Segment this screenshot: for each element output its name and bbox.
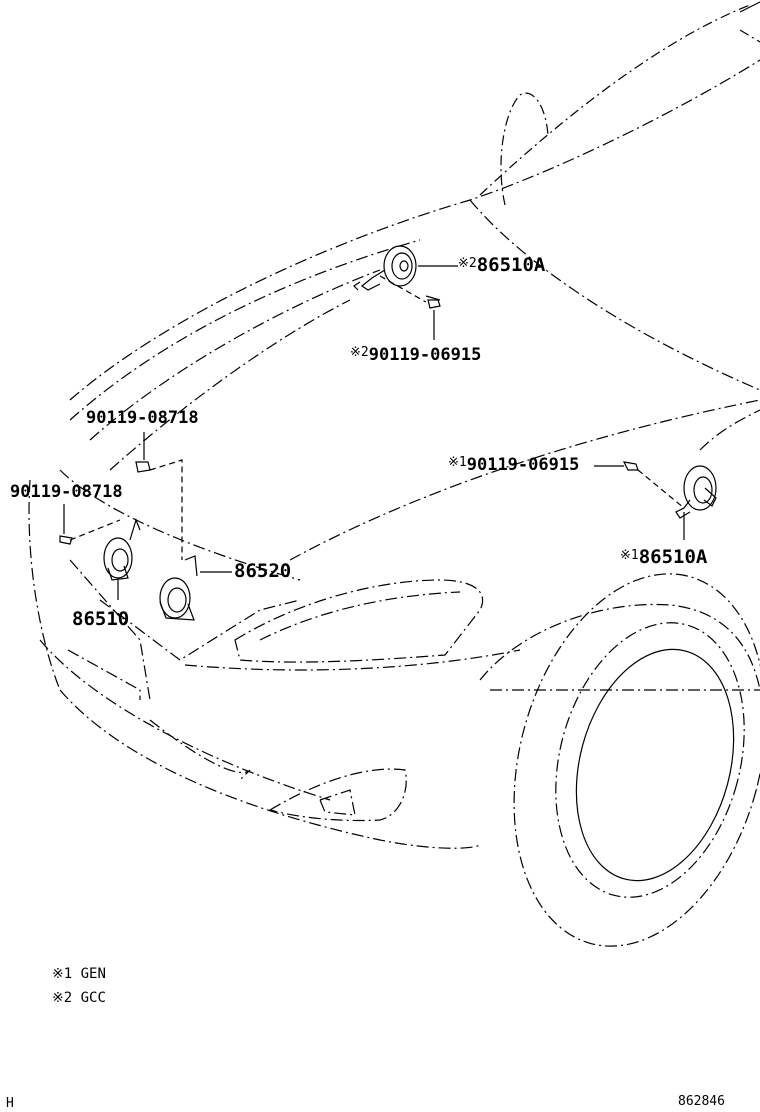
part-number: 90119-06915 — [466, 455, 580, 475]
grille-top — [60, 470, 300, 580]
headlight-inner — [260, 592, 460, 640]
tire-outer — [475, 545, 760, 974]
callout-horn-gcc: ※286510A — [458, 254, 545, 276]
note-mark: ※2 — [458, 256, 477, 271]
hood-crease-3 — [110, 300, 350, 470]
bolt-gen-drawing — [624, 462, 638, 470]
bracket-dash — [150, 460, 182, 560]
a-pillar — [740, 30, 760, 42]
footer-left: H — [6, 1096, 14, 1111]
headlight-lower — [185, 650, 520, 670]
hood-crease-2 — [90, 270, 380, 440]
part-number: 90119-08718 — [10, 482, 123, 502]
callout-bolt-gen: ※190119-06915 — [448, 455, 579, 475]
note-mark: ※2 — [350, 345, 369, 360]
tire-inner — [527, 601, 760, 918]
legend-mark: ※2 — [52, 990, 73, 1006]
lower-intake — [150, 720, 250, 780]
callout-bolt-gcc: ※290119-06915 — [350, 345, 481, 365]
callout-bracket: 86520 — [234, 560, 291, 582]
hood-rear-edge — [470, 200, 760, 390]
callout-horn: 86510 — [72, 608, 129, 630]
part-number: 90119-06915 — [368, 345, 482, 365]
legend-gen: ※1 GEN — [52, 966, 106, 982]
fender-line — [290, 400, 760, 560]
headlight — [235, 580, 483, 662]
part-number: 86520 — [234, 560, 292, 582]
horn-gen-drawing — [676, 466, 716, 518]
horn-center-drawing — [160, 556, 197, 620]
note-mark: ※1 — [620, 548, 639, 563]
grille-bar — [68, 650, 140, 700]
grille-frame — [70, 560, 150, 700]
callout-bolt-left: 90119-08718 — [10, 482, 123, 502]
grille-inner — [100, 600, 300, 660]
part-number: 86510 — [72, 608, 130, 630]
legend-mark: ※1 — [52, 966, 73, 982]
wheel-arch — [480, 604, 760, 690]
bolt-upper-drawing — [136, 462, 150, 472]
bumper-lower — [40, 640, 330, 800]
windshield-outline — [480, 5, 750, 195]
legend-text: GEN — [80, 966, 106, 982]
legend-gcc: ※2 GCC — [52, 990, 106, 1006]
bumper-main — [60, 690, 480, 848]
horn-left-drawing — [104, 520, 140, 580]
diagram-id: 862846 — [678, 1094, 725, 1109]
legend-text: GCC — [80, 990, 106, 1006]
fog-lamp-inner — [320, 790, 355, 815]
hood-outer — [70, 60, 760, 400]
mirror — [501, 93, 548, 205]
hood-crease-1 — [70, 240, 420, 420]
bolt-left-drawing — [60, 536, 72, 544]
fog-lamp — [270, 769, 406, 820]
part-number: 86510A — [638, 546, 708, 568]
horn-gcc-drawing — [354, 246, 416, 290]
fender-line-2 — [700, 410, 760, 450]
note-mark: ※1 — [448, 455, 467, 470]
part-number: 90119-08718 — [86, 408, 199, 428]
bolt-gcc-drawing — [426, 296, 440, 308]
roof-line — [740, 2, 760, 12]
wheel-rim — [552, 632, 758, 899]
part-number: 86510A — [476, 254, 546, 276]
callout-horn-gen: ※186510A — [620, 546, 707, 568]
grille-left — [29, 480, 60, 690]
callout-bolt-upper: 90119-08718 — [86, 408, 199, 428]
